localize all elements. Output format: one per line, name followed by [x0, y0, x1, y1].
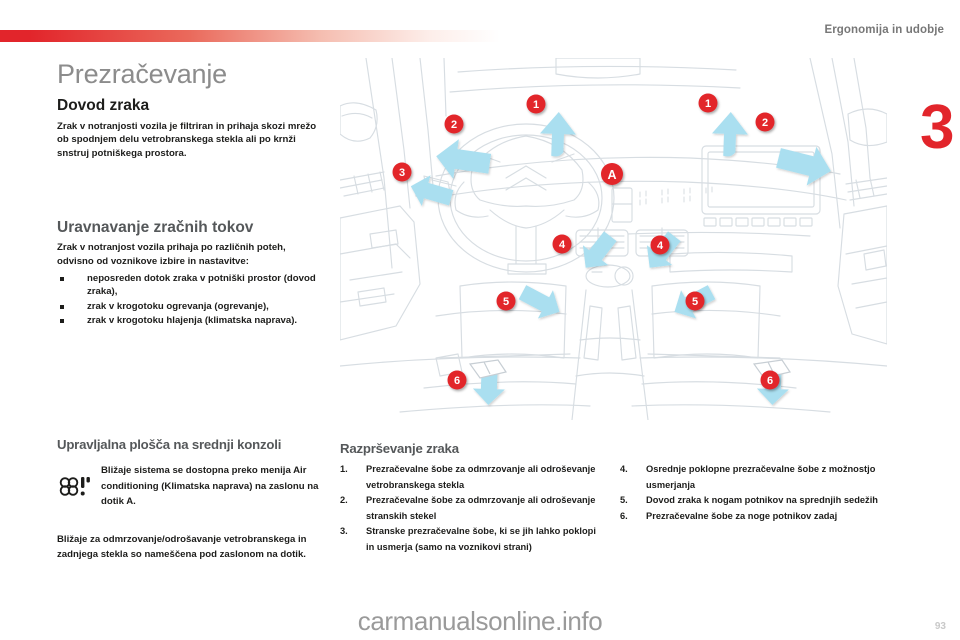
- chapter-tab: 3: [918, 95, 960, 190]
- svg-text:2: 2: [762, 117, 768, 129]
- list-item-number: 5.: [620, 495, 628, 505]
- svg-text:1: 1: [533, 99, 539, 111]
- page-number: 93: [934, 621, 946, 632]
- list-item-number: 3.: [340, 526, 348, 536]
- list-item-number: 6.: [620, 510, 628, 521]
- svg-text:4: 4: [657, 240, 664, 252]
- list-item-number: 1.: [340, 464, 348, 474]
- list-item: zrak v krogotoku ogrevanja (ogrevanje),: [57, 300, 325, 313]
- chapter-number: 3: [920, 93, 955, 162]
- list-item: 1. Prezračevalne šobe za odmrzovanje ali…: [340, 462, 605, 493]
- site-watermark: carmanualsonline.info: [357, 606, 603, 636]
- list-item-text: Dovod zraka k nogam potnikov na sprednji…: [646, 495, 878, 505]
- list-item: 6. Prezračevalne šobe za noge potnikov z…: [620, 509, 888, 525]
- list-item: 4. Osrednje poklopne prezračevalne šobe …: [620, 462, 888, 493]
- list-item-number: 2.: [340, 495, 348, 505]
- list-item-number: 4.: [620, 464, 628, 474]
- air-flow-bullet-list: neposreden dotok zraka v potniški prosto…: [57, 272, 325, 328]
- spacer: [57, 160, 325, 218]
- left-column: Prezračevanje Dovod zraka Zrak v notranj…: [57, 58, 325, 329]
- control-panel-text: Bližaje sistema se dostopna preko menija…: [101, 465, 319, 507]
- control-panel-row: Bližaje sistema se dostopna preko menija…: [57, 463, 325, 510]
- section-header-title: Ergonomija in udobje: [824, 24, 944, 36]
- svg-text:1: 1: [705, 98, 711, 110]
- list-item: 3. Stranske prezračevalne šobe, ki se ji…: [340, 524, 605, 555]
- list-item-text: Prezračevalne šobe za odmrzovanje ali od…: [366, 464, 596, 490]
- svg-text:6: 6: [767, 375, 773, 387]
- page-title: Prezračevanje: [57, 59, 227, 89]
- svg-text:A: A: [607, 168, 616, 182]
- control-panel-block: Upravljalna plošča na srednji konzoli Bl…: [57, 436, 325, 563]
- air-distribution-list-left: 1. Prezračevalne šobe za odmrzovanje ali…: [340, 462, 605, 555]
- list-item: 2. Prezračevalne šobe za odmrzovanje ali…: [340, 493, 605, 524]
- car-interior-ventilation-diagram: 1 1 2 2 3 4 4 5 5 6 6 A: [340, 58, 887, 420]
- air-conditioning-icon: [57, 463, 101, 499]
- list-item: neposreden dotok zraka v potniški prosto…: [57, 272, 325, 299]
- svg-text:5: 5: [692, 296, 698, 308]
- svg-text:5: 5: [503, 296, 509, 308]
- list-item-text: Prezračevalne šobe za noge potnikov zada…: [646, 510, 838, 521]
- text-air-flows: Zrak v notranjost vozila prihaja po razl…: [57, 242, 286, 267]
- heading-air-distribution: Razprševanje zraka: [340, 441, 459, 456]
- svg-text:2: 2: [451, 119, 457, 131]
- list-item-text: Osrednje poklopne prezračevalne šobe z m…: [646, 464, 876, 490]
- svg-text:4: 4: [559, 239, 566, 251]
- list-item-text: Prezračevalne šobe za odmrzovanje ali od…: [366, 495, 596, 521]
- heading-air-flows: Uravnavanje zračnih tokov: [57, 219, 254, 237]
- svg-text:3: 3: [399, 167, 405, 179]
- list-item-text: Stranske prezračevalne šobe, ki se jih l…: [366, 526, 596, 552]
- control-panel-footnote: Bližaje za odmrzovanje/odrošavanje vetro…: [57, 533, 307, 561]
- list-item: 5. Dovod zraka k nogam potnikov na spred…: [620, 493, 888, 509]
- svg-text:6: 6: [454, 375, 460, 387]
- air-distribution-list-right: 4. Osrednje poklopne prezračevalne šobe …: [620, 462, 888, 524]
- heading-control-panel: Upravljalna plošča na srednji konzoli: [57, 437, 282, 452]
- text-air-intake: Zrak v notranjosti vozila je filtriran i…: [57, 121, 317, 159]
- heading-air-intake: Dovod zraka: [57, 97, 150, 114]
- list-item: zrak v krogotoku hlajenja (klimatska nap…: [57, 314, 325, 327]
- header-accent-rule: [0, 30, 500, 42]
